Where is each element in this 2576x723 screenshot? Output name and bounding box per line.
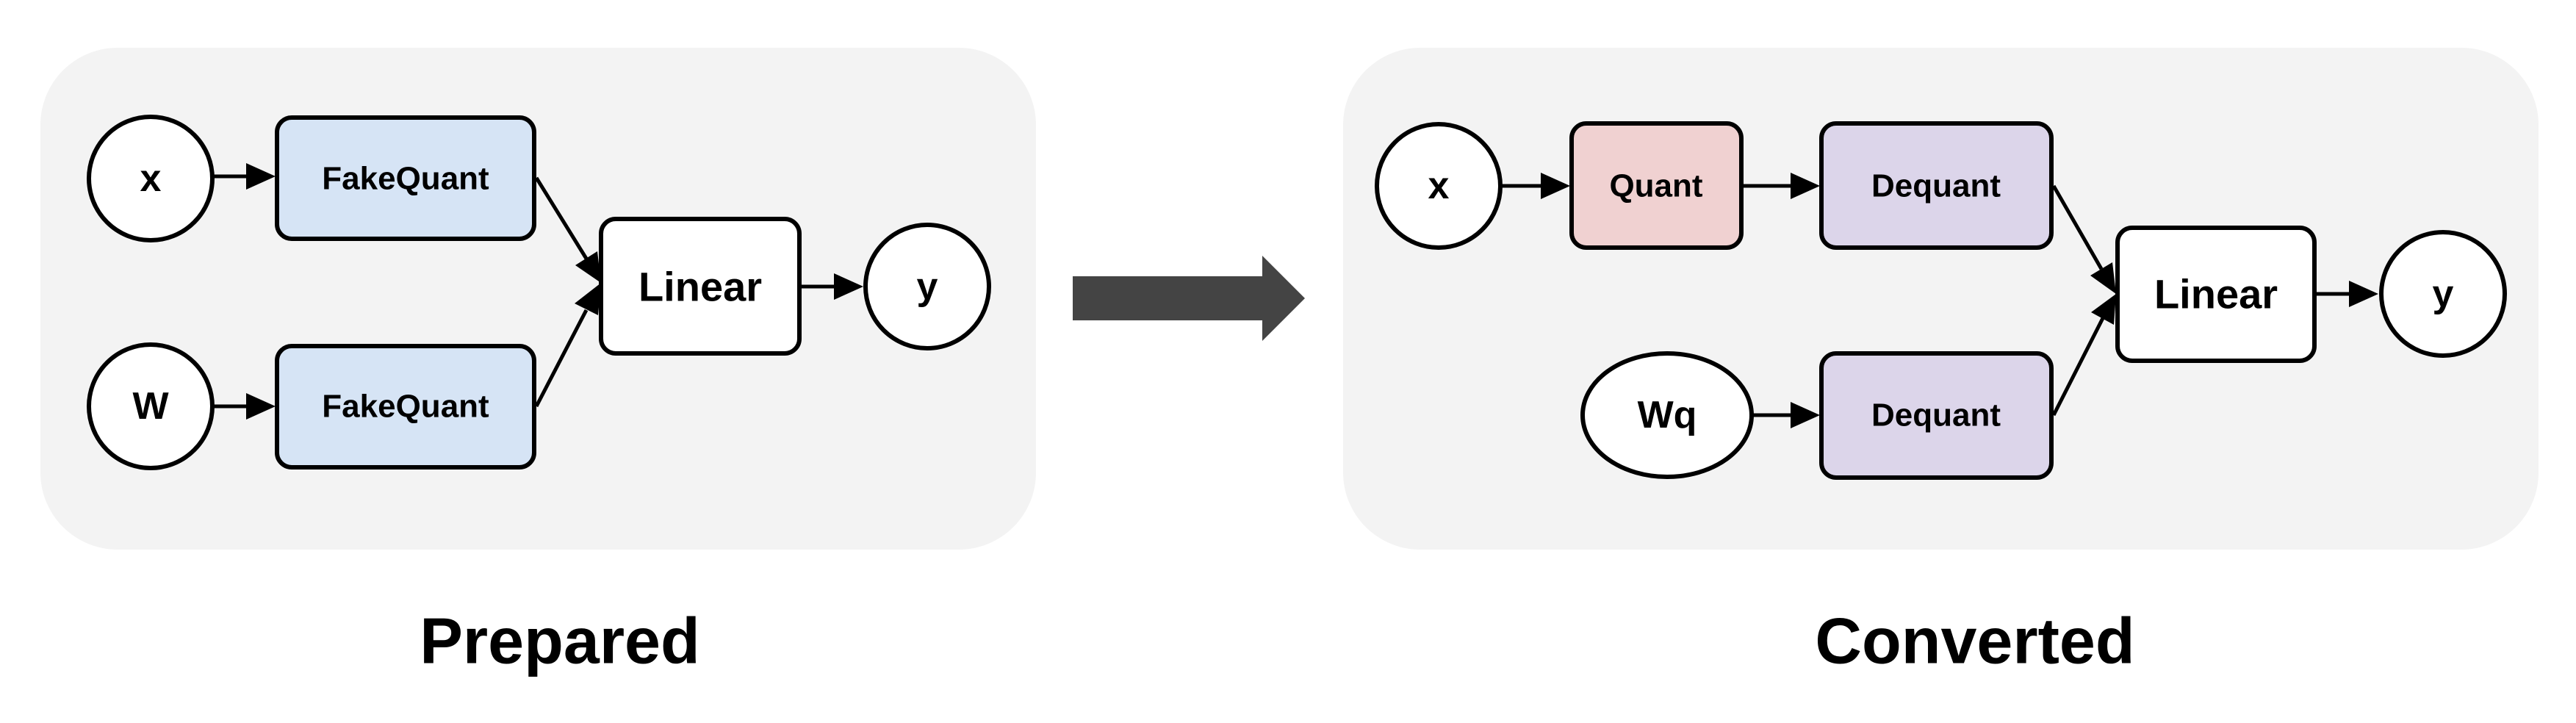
output-y-node: [2379, 230, 2507, 358]
dequant-top-label: Dequant: [1871, 168, 2001, 204]
prepared-edges: [213, 163, 863, 420]
converted-nodes: x Quant Dequant Wq Dequant Linear y: [1375, 121, 2507, 480]
arrow-head: [2349, 281, 2378, 307]
fakequant-bottom-label: FakeQuant: [322, 389, 489, 425]
quantized-weight-wq-node: [1580, 351, 1754, 479]
prepared-caption: Prepared: [420, 605, 700, 677]
arrow-head: [1541, 173, 1570, 199]
input-x-node: [87, 115, 215, 242]
weight-w-node: [87, 342, 215, 470]
input-x-node: [1375, 122, 1503, 250]
converted-caption: Converted: [1815, 605, 2134, 677]
edge-fakequant-bottom-to-linear: [534, 309, 589, 408]
quant-node: [1569, 121, 1744, 250]
quantized-weight-wq-label: Wq: [1638, 394, 1697, 436]
linear-label: Linear: [2154, 271, 2278, 317]
fakequant-bottom-node: [275, 344, 536, 470]
linear-label: Linear: [638, 264, 762, 310]
converted-edges: [1500, 173, 2378, 428]
arrow-head: [575, 283, 601, 315]
output-y-label: y: [2433, 273, 2454, 315]
dequant-bottom-node: [1819, 351, 2054, 480]
input-x-label: x: [1428, 165, 1450, 207]
dequant-bottom-label: Dequant: [1871, 398, 2001, 434]
edge-fakequant-top-to-linear: [534, 176, 589, 260]
transition-arrow: [1073, 256, 1305, 341]
input-x-label: x: [140, 157, 162, 200]
arrow-head: [2090, 262, 2116, 294]
prepared-nodes: x W FakeQuant FakeQuant Linear y: [87, 115, 991, 470]
linear-node: [599, 217, 802, 356]
linear-node: [2115, 226, 2317, 363]
edge-dequant-bottom-to-linear: [2051, 317, 2105, 417]
dequant-top-node: [1819, 121, 2054, 250]
quant-label: Quant: [1609, 168, 1702, 204]
arrow-head: [246, 393, 276, 420]
arrow-head: [1791, 173, 1820, 199]
arrow-head: [1791, 402, 1820, 428]
arrow-head: [2091, 294, 2116, 325]
arrow-head: [834, 273, 863, 300]
arrow-head: [575, 251, 601, 283]
output-y-label: y: [917, 265, 938, 308]
fakequant-top-label: FakeQuant: [322, 161, 489, 197]
fakequant-top-node: [275, 115, 536, 241]
output-y-node: [863, 223, 991, 350]
edge-dequant-top-to-linear: [2051, 184, 2104, 270]
weight-w-label: W: [132, 385, 169, 428]
arrow-head: [246, 163, 276, 190]
